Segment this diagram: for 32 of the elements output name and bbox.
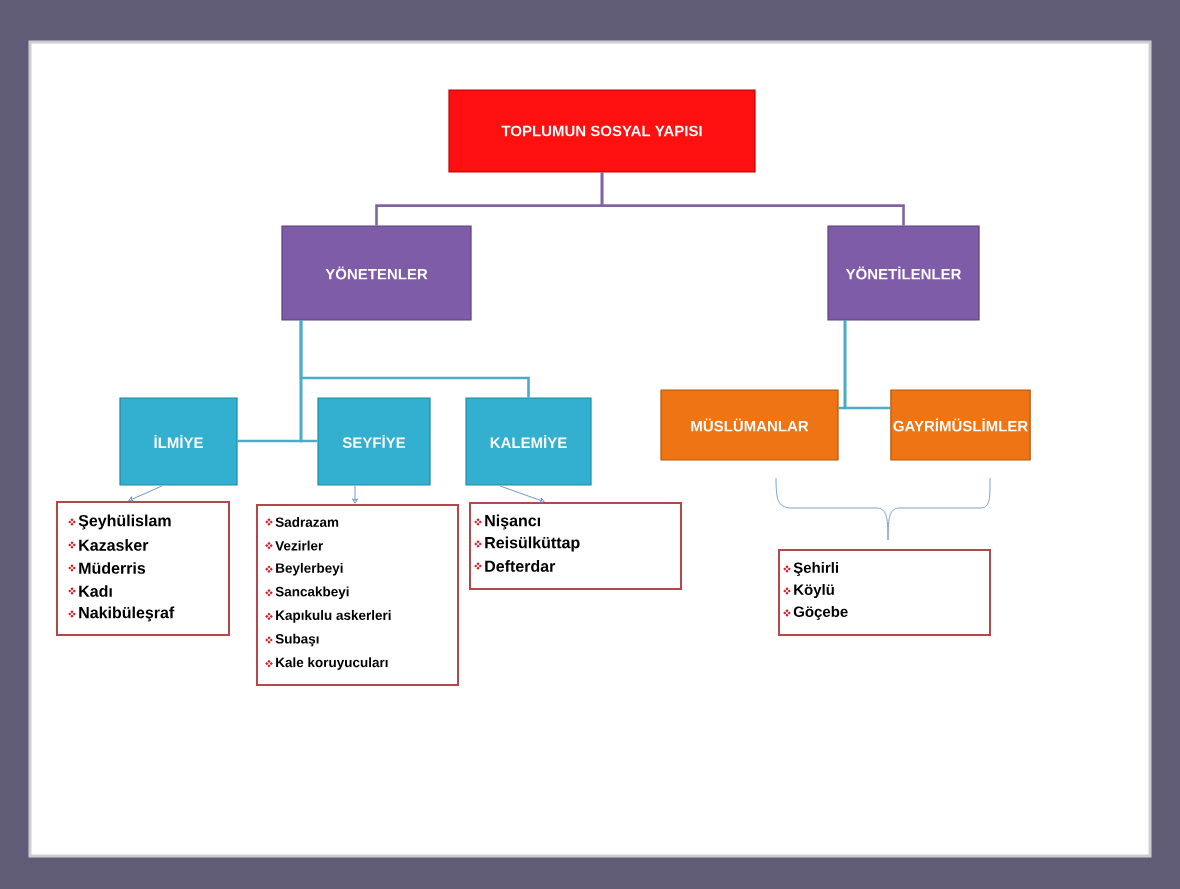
list-item: Defterdar	[485, 560, 556, 572]
list-item: Kale koruyucuları	[276, 657, 388, 670]
group-box: KALEMİYE	[465, 397, 592, 486]
arrow	[499, 485, 545, 504]
group-box: GAYRİMÜSLİMLER	[890, 389, 1031, 461]
list-item: Vezirler	[275, 540, 324, 551]
list-item: Sadrazam	[275, 517, 339, 527]
list-item: Kazasker	[79, 539, 149, 551]
list-item: Reisülküttap	[485, 536, 580, 552]
group-box: SEYFİYE	[317, 397, 431, 486]
list-item: Göçebe	[793, 606, 848, 620]
arrow	[352, 485, 358, 504]
category-box: YÖNETİLENLER	[827, 225, 980, 321]
list-item: Müderris	[79, 562, 146, 574]
list-item: Subaşı	[275, 633, 319, 647]
list-item: Köylü	[794, 584, 834, 598]
arrow	[128, 485, 163, 502]
list-item: Nakibüleşraf	[79, 606, 175, 622]
list-item: Sancakbeyi	[275, 586, 349, 600]
group-box: İLMİYE	[119, 397, 238, 486]
list-item: Kadı	[79, 585, 112, 597]
list-item: Şehirli	[793, 562, 838, 576]
category-box: YÖNETENLER	[281, 225, 472, 321]
connector-line	[299, 320, 530, 398]
list-item: Şeyhülislam	[78, 514, 171, 530]
title-box: TOPLUMUN SOSYAL YAPISI	[448, 89, 756, 173]
list-item: Nişancı	[485, 514, 540, 530]
group-box: MÜSLÜMANLAR	[660, 389, 839, 461]
list-item: Kapıkulu askerleri	[276, 610, 391, 623]
list-item: Beylerbeyi	[276, 562, 343, 576]
connector-line	[600, 172, 905, 226]
connector-line	[843, 320, 891, 410]
